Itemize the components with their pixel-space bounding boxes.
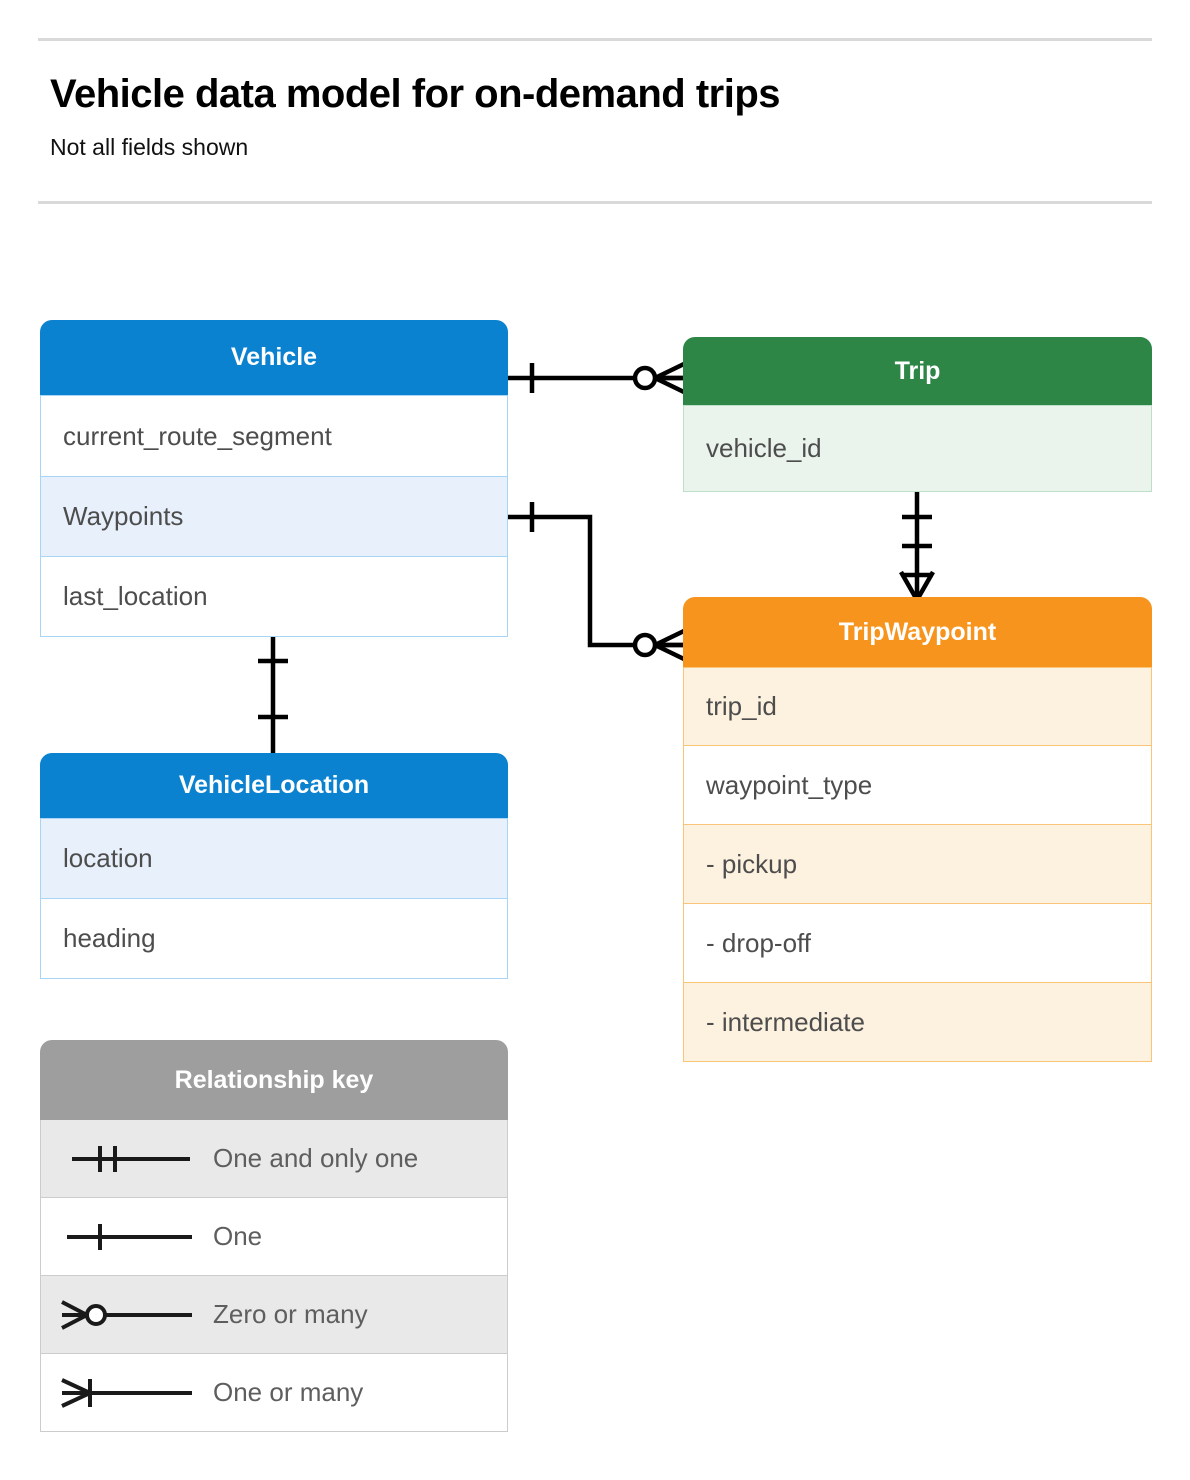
zero-or-many-icon <box>41 1295 213 1335</box>
entity-field-label: trip_id <box>706 691 777 721</box>
entity-trip[interactable]: Trip vehicle_id <box>683 337 1152 492</box>
entity-trip-title: Trip <box>894 356 941 385</box>
entity-vehiclelocation-title: VehicleLocation <box>178 771 370 799</box>
entity-vehicle-fields: current_route_segment Waypoints last_loc… <box>40 395 508 637</box>
page-subtitle: Not all fields shown <box>50 134 249 160</box>
entity-field-row[interactable]: - drop-off <box>683 904 1152 983</box>
entity-vehicle-header: Vehicle <box>40 320 508 395</box>
legend-item[interactable]: Zero or many <box>40 1276 508 1354</box>
entity-field-label: heading <box>63 923 156 953</box>
entity-trip-header: Trip <box>683 337 1152 405</box>
legend-item[interactable]: One and only one <box>40 1120 508 1198</box>
legend-item-label: One and only one <box>213 1143 419 1173</box>
entity-field-row[interactable]: location <box>40 819 508 899</box>
legend-item-label: One or many <box>213 1377 364 1407</box>
entity-tripwaypoint-fields: trip_id waypoint_type - pickup - drop-of… <box>683 667 1152 1062</box>
header-divider-bottom <box>38 201 1152 204</box>
entity-field-label: vehicle_id <box>706 433 822 463</box>
legend-relationship-key[interactable]: Relationship key One and only one <box>40 1040 508 1432</box>
one-and-only-one-icon <box>41 1139 213 1179</box>
entity-field-row[interactable]: waypoint_type <box>683 746 1152 825</box>
entity-field-row[interactable]: - pickup <box>683 825 1152 904</box>
entity-field-row[interactable]: trip_id <box>683 667 1152 746</box>
entity-tripwaypoint-header: TripWaypoint <box>683 597 1152 667</box>
entity-field-row[interactable]: current_route_segment <box>40 396 508 477</box>
entity-vehiclelocation-fields: location heading <box>40 818 508 979</box>
entity-field-row[interactable]: heading <box>40 899 508 979</box>
entity-field-row[interactable]: Waypoints <box>40 477 508 557</box>
entity-vehiclelocation-header: VehicleLocation <box>40 753 508 818</box>
entity-field-row[interactable]: last_location <box>40 557 508 637</box>
legend-title: Relationship key <box>174 1065 374 1094</box>
entity-field-label: last_location <box>63 581 208 611</box>
entity-field-label: - intermediate <box>706 1006 865 1037</box>
entity-tripwaypoint-title: TripWaypoint <box>838 617 997 646</box>
legend-item-label: Zero or many <box>213 1299 368 1329</box>
entity-field-label: - pickup <box>706 848 798 879</box>
entity-field-label: location <box>63 843 153 873</box>
legend-item-label: One <box>213 1221 263 1251</box>
entity-field-row[interactable]: vehicle_id <box>683 405 1152 492</box>
entity-vehiclelocation[interactable]: VehicleLocation location heading <box>40 753 508 979</box>
entity-field-label: current_route_segment <box>63 420 332 451</box>
header-divider-top <box>38 38 1152 41</box>
legend-header: Relationship key <box>40 1040 508 1120</box>
page-title: Vehicle data model for on-demand trips <box>50 72 781 116</box>
entity-field-label: Waypoints <box>63 501 184 531</box>
entity-tripwaypoint[interactable]: TripWaypoint trip_id waypoint_type - pic… <box>683 597 1152 1062</box>
legend-items: One and only one One <box>40 1120 508 1432</box>
entity-field-label: waypoint_type <box>706 769 873 800</box>
legend-item[interactable]: One <box>40 1198 508 1276</box>
one-or-many-icon <box>41 1373 213 1413</box>
entity-vehicle[interactable]: Vehicle current_route_segment Waypoints … <box>40 320 508 637</box>
one-icon <box>41 1217 213 1257</box>
legend-item[interactable]: One or many <box>40 1354 508 1432</box>
entity-vehicle-title: Vehicle <box>230 343 318 371</box>
entity-field-row[interactable]: - intermediate <box>683 983 1152 1062</box>
entity-field-label: - drop-off <box>706 927 812 958</box>
entity-trip-fields: vehicle_id <box>683 405 1152 492</box>
